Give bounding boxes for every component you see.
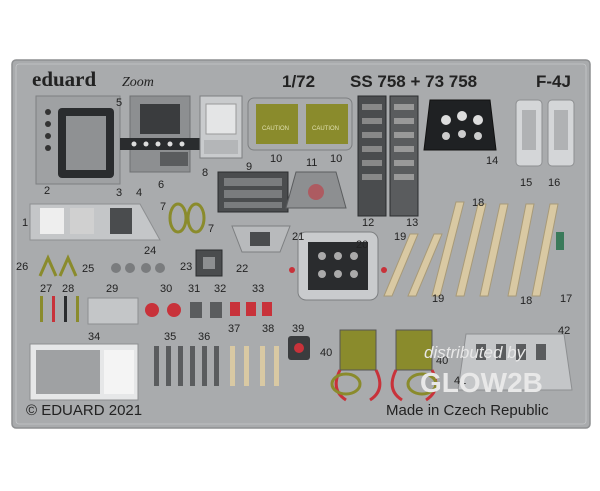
part-number: 30 [160,283,172,295]
part-number: 20 [356,239,368,251]
scale-label: 1/72 [282,72,315,91]
part-ejection-seat-head [231,225,291,253]
part-number: 9 [246,161,252,173]
part-number: 2 [44,185,50,197]
part-number: 16 [548,177,560,189]
part-number: 19 [394,231,406,243]
part-number: 41 [454,375,466,387]
part-number: 18 [520,295,532,307]
part-number: 10 [270,153,282,165]
part-number: 5 [116,97,122,109]
part-number: 17 [560,293,572,305]
part-number: 18 [472,197,484,209]
part-number: 42 [558,325,570,337]
part-number: 25 [82,263,94,275]
part-seat-harness-straps [383,201,564,297]
part-number: 40 [320,347,332,359]
part-number: 13 [406,217,418,229]
part-number: 28 [62,283,74,295]
part-34-grid [29,343,139,401]
fret-inner-border [15,63,587,425]
part-number: 29 [106,283,118,295]
part-caution-placards: CAUTION CAUTION [247,97,353,151]
part-rudder-pedals [515,99,575,167]
part-number: 22 [236,263,248,275]
part-number: 39 [292,323,304,335]
origin-text: Made in Czech Republic [386,402,549,419]
part-number: 6 [158,179,164,191]
part-number: 12 [362,217,374,229]
part-number: 7 [208,223,214,235]
model-label: F-4J [536,72,571,91]
part-radar-scope [199,95,243,159]
part-41-42 [457,333,573,391]
part-number: 11 [306,157,317,169]
part-side-consoles [357,95,419,217]
part-straps-small [154,346,279,386]
part-center-console [289,231,387,301]
part-number: 40 [436,355,448,367]
part-number: 33 [252,283,264,295]
part-number: 19 [432,293,444,305]
part-main-instrument-panel [423,99,497,151]
caution-placard-left: CAUTION [262,126,289,132]
part-instrument-block [120,95,206,173]
part-number: 10 [330,153,342,165]
part-number: 36 [198,331,210,343]
part-number: 32 [214,283,226,295]
part-number: 7 [160,201,166,213]
part-switch-row [87,297,272,325]
part-canopy-panels [29,203,161,241]
part-number: 1 [22,217,28,229]
part-number: 37 [228,323,240,335]
part-control-stick [285,171,347,209]
part-number: 14 [486,155,498,167]
copyright-text: © EDUARD 2021 [26,402,142,419]
part-seat-plate [35,95,121,185]
part-console-9 [217,171,289,213]
part-40-harness [330,329,438,402]
part-harness-buckles [168,202,206,234]
part-number: 23 [180,261,192,273]
part-number: 21 [292,231,304,243]
part-number: 27 [40,283,52,295]
brand-logo: eduard [32,67,97,91]
part-number: 24 [144,245,156,257]
part-number: 35 [164,331,176,343]
part-number: 3 [116,187,122,199]
watermark-distributed: distributed by [424,343,527,362]
part-number: 8 [202,167,208,179]
part-small-items [38,254,165,277]
caution-placard-right: CAUTION [312,126,339,132]
part-number: 31 [188,283,200,295]
part-levers [40,296,79,322]
part-number: 38 [262,323,274,335]
part-number: 4 [136,187,142,199]
product-code: SS 758 + 73 758 [350,72,477,91]
part-39 [288,336,310,360]
part-number: 26 [16,261,28,273]
part-number-labels: 1 2 3 4 5 6 7 7 8 9 10 10 11 12 13 14 15… [16,97,572,387]
watermark-glow2b: GLOW2B [420,367,543,398]
part-number: 34 [88,331,100,343]
part-number: 15 [520,177,532,189]
zoom-logo: Zoom [122,75,154,90]
part-23 [195,249,223,277]
